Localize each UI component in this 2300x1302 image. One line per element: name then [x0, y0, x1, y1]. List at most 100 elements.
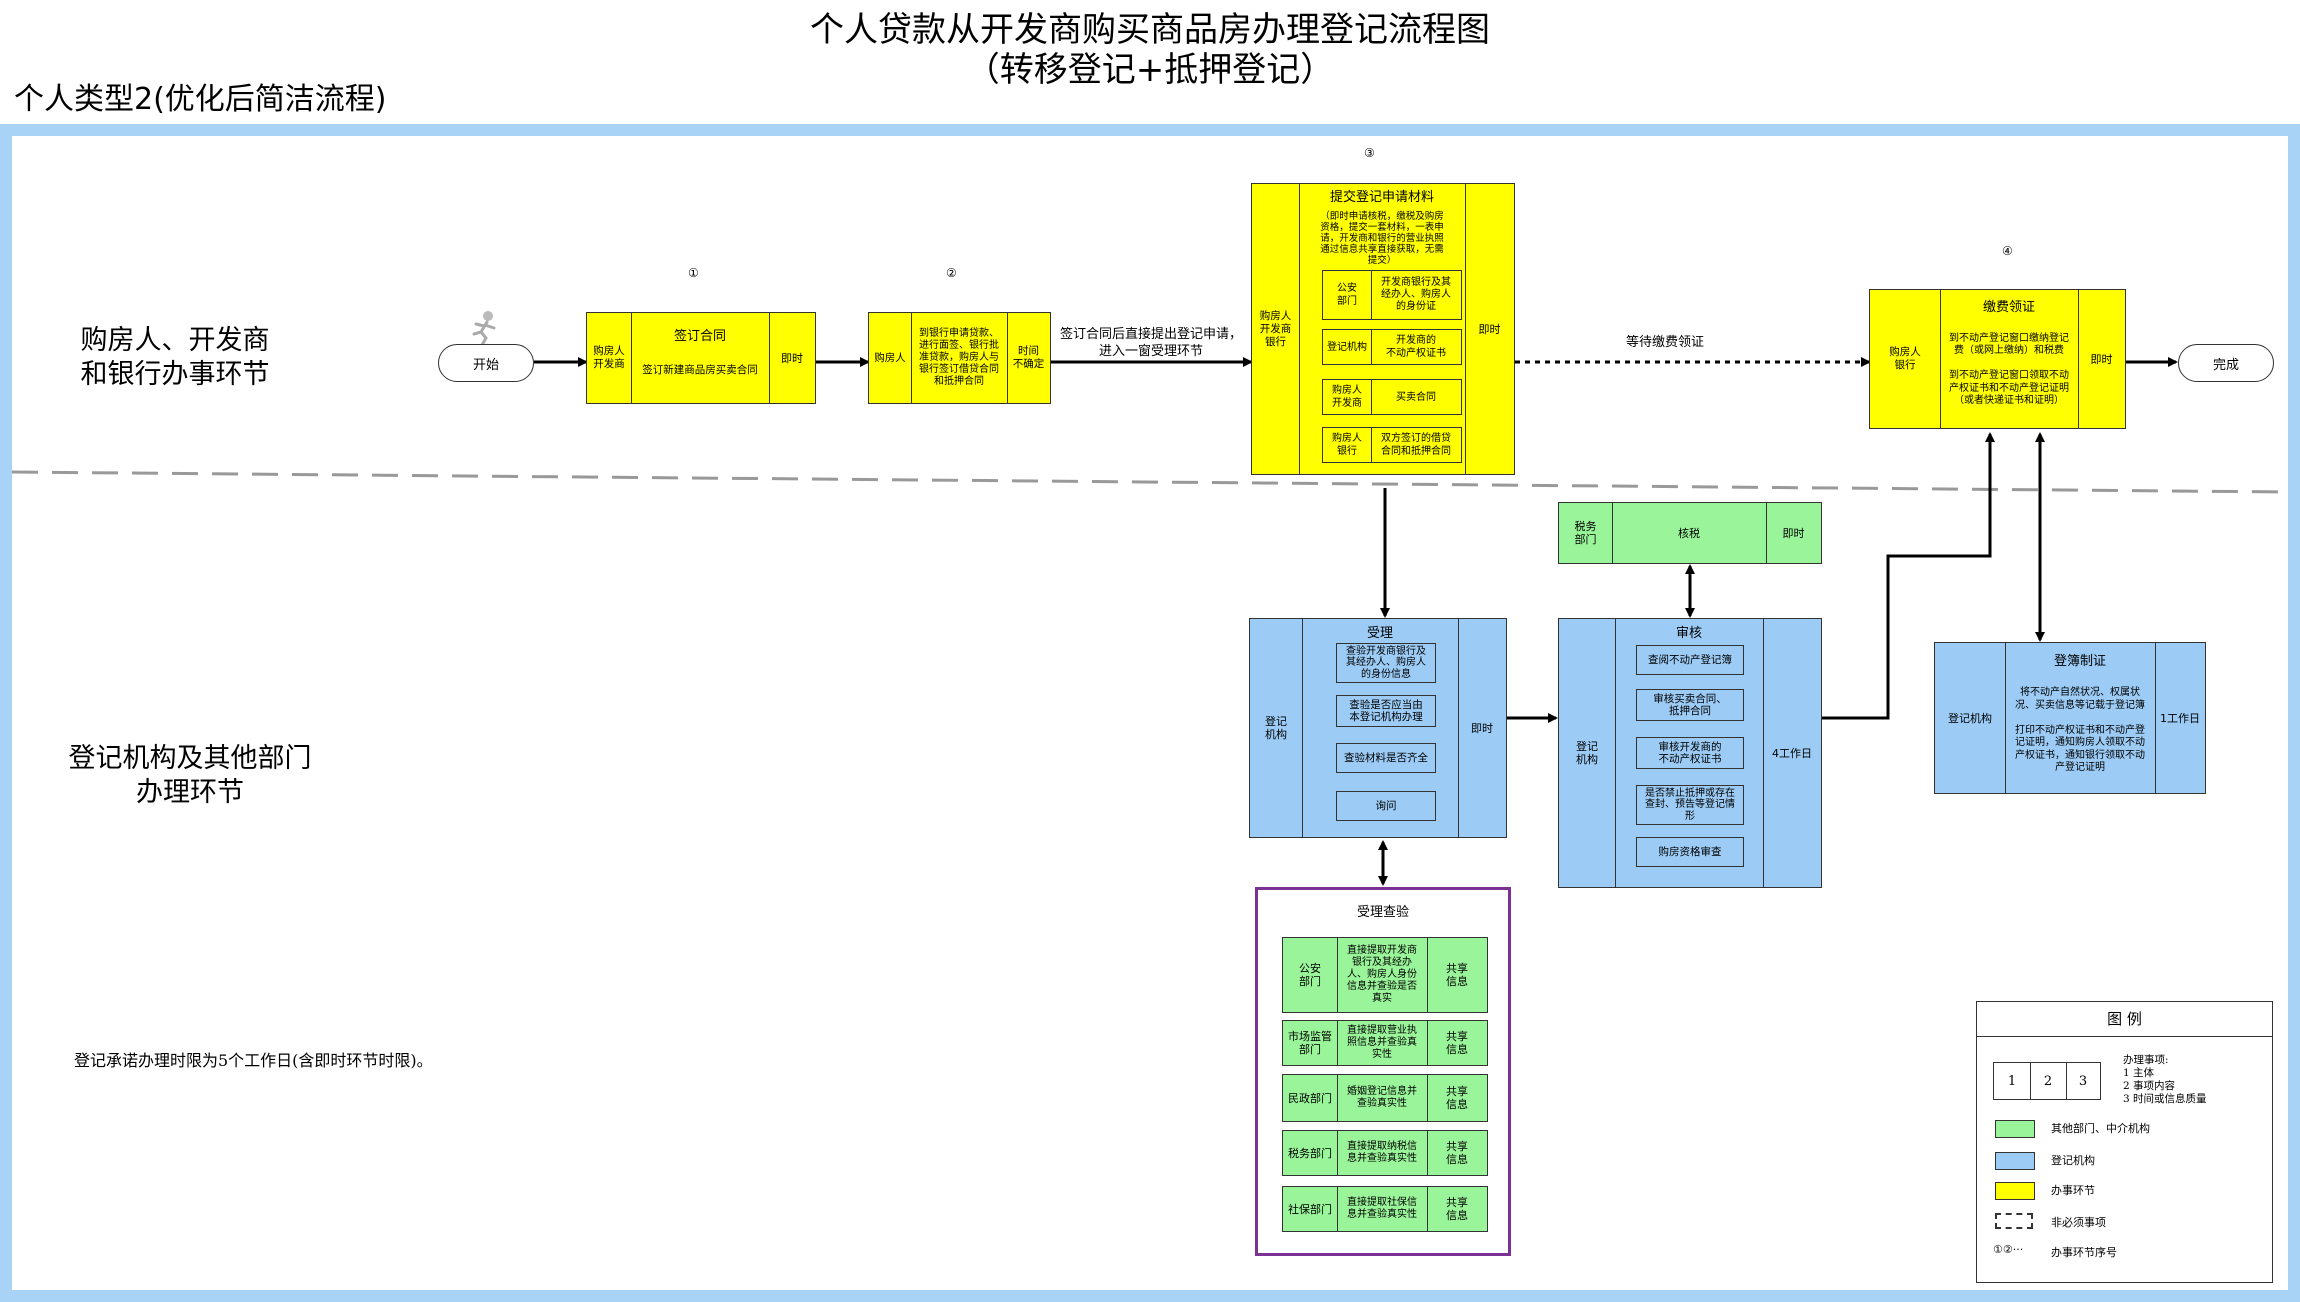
- verify-row-3-dept: 民政部门: [1288, 1091, 1332, 1105]
- legend-sample-cells: 1 2 3: [1993, 1062, 2101, 1100]
- review-item-2: 审核买卖合同、 抵押合同: [1636, 689, 1744, 721]
- register-title: 登簿制证: [2053, 653, 2106, 669]
- step3-title: 提交登记申请材料: [1329, 189, 1434, 205]
- legend: 图 例 1 2 3 办理事项: 1 主体 2 事项内容 3 时间或信息质量 其他…: [1976, 1001, 2273, 1283]
- accept-time: 即时: [1471, 721, 1493, 735]
- accept-item-4: 询问: [1336, 791, 1436, 821]
- legend-swatch-green: [1995, 1120, 2035, 1138]
- step-number-4: ④: [2002, 244, 2013, 258]
- legend-label-dashed: 非必须事项: [2051, 1216, 2106, 1229]
- step2-loan: 购房人 到银行申请贷款、 进行面签、银行批 准贷款，购房人与 银行签订借贷合同 …: [868, 312, 1051, 404]
- verify-row-1-share: 共享 信息: [1446, 962, 1468, 988]
- verify-row-3-share: 共享 信息: [1446, 1085, 1468, 1111]
- legend-label-yellow: 办事环节: [2051, 1184, 2095, 1197]
- verify-panel: 受理查验 公安 部门 直接提取开发商 银行及其经办 人、购房人身份 信息并查验是…: [1255, 887, 1511, 1256]
- step2-actor: 购房人: [874, 351, 906, 364]
- step1-actor: 购房人 开发商: [593, 345, 625, 370]
- step4-actor: 购房人 银行: [1889, 346, 1921, 371]
- register-actor: 登记机构: [1948, 711, 1992, 725]
- register-box: 登记机构 登簿制证 将不动产自然状况、权属状 况、买卖信息等记载于登记簿 打印不…: [1934, 642, 2206, 794]
- deadline-note: 登记承诺办理时限为5个工作日(含即时环节时限)。: [74, 1051, 433, 1070]
- accept-item-2: 查验是否应当由 本登记机构办理: [1336, 695, 1436, 727]
- step3-time: 即时: [1478, 322, 1501, 336]
- step3-item-2-source: 登记机构: [1327, 341, 1367, 353]
- legend-seq-symbol: ①②···: [1993, 1243, 2024, 1256]
- page-title-line2: （转移登记+抵押登记）: [965, 50, 1335, 90]
- verify-row-5-content: 直接提取社保信 息并查验真实性: [1347, 1197, 1417, 1220]
- accept-item-1: 查验开发商银行及 其经办人、购房人 的身份信息: [1336, 643, 1436, 683]
- review-item-1: 查阅不动产登记簿: [1636, 645, 1744, 675]
- step3-item-1-material: 开发商银行及其 经办人、购房人 的身份证: [1381, 277, 1451, 312]
- step3-note: （即时申请核税，缴税及购房 资格，提交一套材料，一表申 请，开发商和银行的营业执…: [1320, 210, 1444, 266]
- verify-row-1-content: 直接提取开发商 银行及其经办 人、购房人身份 信息并查验是否 真实: [1347, 945, 1417, 1004]
- verify-row-2-dept: 市场监管 部门: [1288, 1030, 1332, 1056]
- step-number-2: ②: [946, 266, 957, 280]
- verify-row-3-content: 婚姻登记信息并 查验真实性: [1347, 1086, 1417, 1109]
- step3-item-1: 公安 部门 开发商银行及其 经办人、购房人 的身份证: [1322, 270, 1462, 320]
- arrow-review-step4: [1822, 432, 1995, 720]
- step1-title: 签订合同: [673, 328, 726, 344]
- lane-label-applicants: 购房人、开发商 和银行办事环节: [80, 325, 270, 390]
- legend-cell-3: 3: [2078, 1073, 2088, 1089]
- register-time: 1工作日: [2160, 711, 2200, 725]
- legend-label-seq: 办事环节序号: [2051, 1246, 2117, 1259]
- review-box: 登记 机构 审核 查阅不动产登记簿 审核买卖合同、 抵押合同 审核开发商的 不动…: [1558, 618, 1822, 888]
- register-content: 将不动产自然状况、权属状 况、买卖信息等记载于登记簿 打印不动产权证书和不动产登…: [2015, 687, 2145, 774]
- legend-cells-caption: 办理事项: 1 主体 2 事项内容 3 时间或信息质量: [2123, 1054, 2207, 1105]
- step3-item-3-material: 买卖合同: [1396, 391, 1436, 403]
- tax-time: 即时: [1782, 526, 1805, 540]
- verify-row-2: 市场监管 部门 直接提取营业执 照信息并查验真 实性 共享 信息: [1282, 1020, 1488, 1066]
- accept-title: 受理: [1366, 625, 1393, 641]
- step1-time: 即时: [781, 351, 803, 365]
- step2-time: 时间 不确定: [1012, 345, 1045, 370]
- step3-item-3: 购房人 开发商 买卖合同: [1322, 379, 1462, 415]
- arrow-label-wait: 等待缴费领证: [1625, 335, 1704, 350]
- start-node: 开始: [438, 344, 534, 382]
- step1-content: 签订新建商品房买卖合同: [642, 363, 758, 376]
- finish-node: 完成: [2178, 344, 2274, 382]
- tax-content: 核税: [1678, 526, 1700, 540]
- step3-item-2: 登记机构 开发商的 不动产权证书: [1322, 329, 1462, 365]
- runner-icon: [466, 310, 502, 346]
- lane-label-registry: 登记机构及其他部门 办理环节: [68, 743, 312, 808]
- verify-row-5-share: 共享 信息: [1446, 1196, 1468, 1222]
- review-title: 审核: [1675, 625, 1702, 641]
- step3-submit-materials: 购房人 开发商 银行 提交登记申请材料 （即时申请核税，缴税及购房 资格，提交一…: [1251, 183, 1515, 475]
- page-title: 个人贷款从开发商购买商品房办理登记流程图: [810, 10, 1490, 50]
- step4-title: 缴费领证: [1982, 299, 2035, 315]
- verify-row-2-content: 直接提取营业执 照信息并查验真 实性: [1347, 1025, 1417, 1060]
- verify-row-4-content: 直接提取纳税信 息并查验真实性: [1347, 1141, 1417, 1164]
- legend-cell-2: 2: [2043, 1073, 2053, 1089]
- legend-swatch-dashed: [1995, 1213, 2033, 1229]
- verify-title: 受理查验: [1356, 904, 1409, 920]
- lane-divider: [11, 470, 2289, 494]
- accept-actor: 登记 机构: [1265, 715, 1287, 741]
- verify-row-4: 税务部门 直接提取纳税信 息并查验真实性 共享 信息: [1282, 1130, 1488, 1176]
- review-item-4: 是否禁止抵押或存在 查封、预告等登记情 形: [1636, 785, 1744, 825]
- tax-box: 税务 部门 核税 即时: [1558, 502, 1822, 564]
- legend-label-green: 其他部门、中介机构: [2051, 1122, 2150, 1135]
- step3-item-1-source: 公安 部门: [1337, 283, 1357, 307]
- tax-source: 税务 部门: [1574, 520, 1597, 546]
- verify-row-1-dept: 公安 部门: [1299, 962, 1321, 988]
- step-number-3: ③: [1364, 146, 1375, 160]
- step1-sign-contract: 购房人 开发商 签订合同 签订新建商品房买卖合同 即时: [586, 312, 816, 404]
- step4-content: 到不动产登记窗口缴纳登记 费（或网上缴纳）和税费 到不动产登记窗口领取不动 产权…: [1949, 332, 2069, 407]
- step2-content: 到银行申请贷款、 进行面签、银行批 准贷款，购房人与 银行签订借贷合同 和抵押合…: [919, 328, 999, 387]
- legend-label-blue: 登记机构: [2051, 1154, 2095, 1167]
- step3-item-4-source: 购房人 银行: [1332, 433, 1362, 457]
- arrow-label-apply: 签订合同后直接提出登记申请， 进入一窗受理环节: [1059, 327, 1242, 359]
- accept-box: 登记 机构 受理 查验开发商银行及 其经办人、购房人 的身份信息 查验是否应当由…: [1249, 618, 1507, 838]
- step4-pay-collect: 购房人 银行 缴费领证 到不动产登记窗口缴纳登记 费（或网上缴纳）和税费 到不动…: [1869, 289, 2126, 429]
- verify-row-4-share: 共享 信息: [1446, 1140, 1468, 1166]
- verify-row-3: 民政部门 婚姻登记信息并 查验真实性 共享 信息: [1282, 1074, 1488, 1122]
- step3-actor: 购房人 开发商 银行: [1259, 309, 1292, 348]
- review-item-5: 购房资格审查: [1636, 837, 1744, 867]
- legend-title: 图 例: [2107, 1009, 2142, 1028]
- step3-item-4-material: 双方签订的借贷 合同和抵押合同: [1381, 433, 1451, 457]
- verify-row-1: 公安 部门 直接提取开发商 银行及其经办 人、购房人身份 信息并查验是否 真实 …: [1282, 937, 1488, 1013]
- flow-subtitle: 个人类型2(优化后简洁流程): [14, 82, 387, 117]
- legend-cell-1: 1: [2007, 1073, 2017, 1089]
- step3-item-3-source: 购房人 开发商: [1332, 385, 1362, 409]
